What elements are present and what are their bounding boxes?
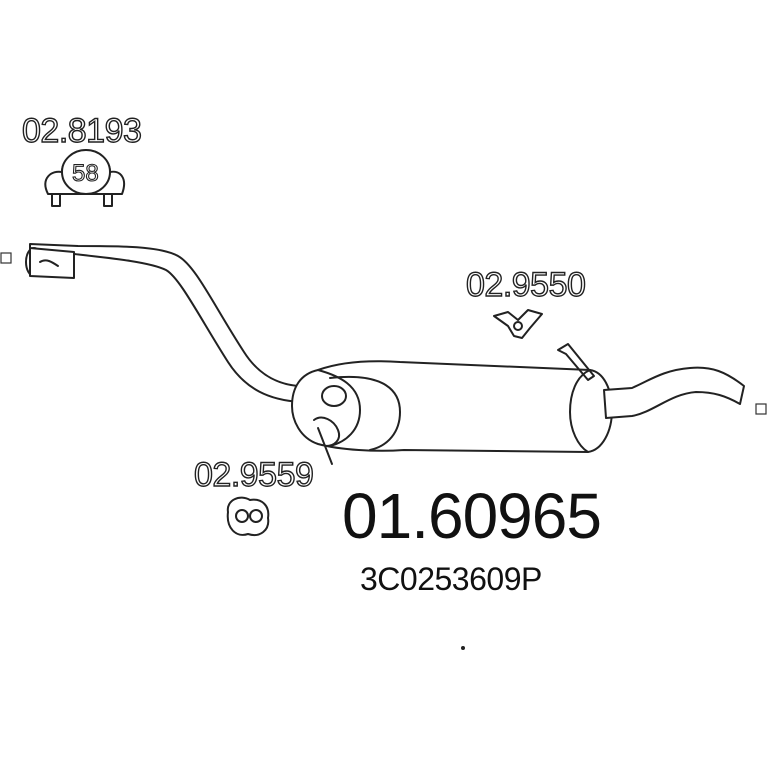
right-connection-marker xyxy=(755,403,767,415)
hanger-part-number: 02.9550 xyxy=(466,266,585,304)
clamp-part: 02.8193 58 xyxy=(21,111,143,207)
rubber-mount-part-number: 02.9559 xyxy=(194,456,313,494)
oem-number: 3C0253609P xyxy=(360,561,542,597)
rear-silencer xyxy=(25,243,745,465)
clamp-part-number: 02.8193 xyxy=(22,112,141,150)
main-part-number: 01.60965 xyxy=(342,480,601,552)
dot-mark xyxy=(461,646,465,650)
left-connection-marker xyxy=(0,252,12,264)
clamp-size-label: 58 xyxy=(72,160,99,187)
hanger-part: 02.9550 xyxy=(465,265,587,339)
rubber-mount-part: 02.9559 xyxy=(193,455,315,536)
